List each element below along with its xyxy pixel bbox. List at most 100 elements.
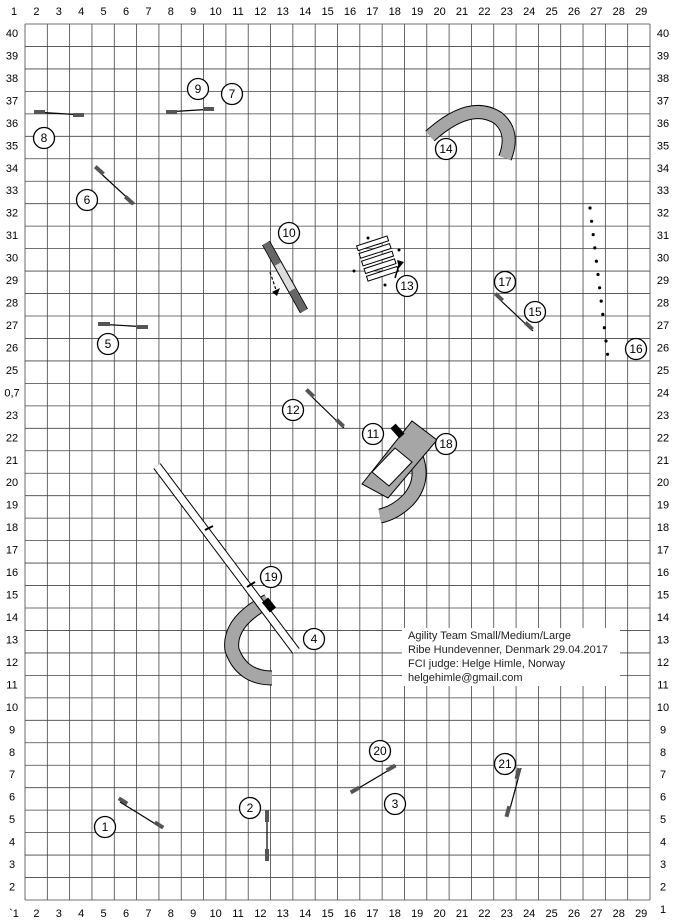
jump-3-20 xyxy=(349,763,397,795)
right-axis-label: 14 xyxy=(657,612,669,624)
weave-pole xyxy=(606,352,610,356)
right-axis-label: 29 xyxy=(657,275,669,287)
right-axis-label: 19 xyxy=(657,500,669,512)
right-axis-label: 16 xyxy=(657,567,669,579)
bottom-axis-label: 26 xyxy=(568,908,580,920)
bottom-axis-label: 7 xyxy=(145,908,151,920)
number-marker-6: 6 xyxy=(75,188,99,212)
left-axis-label: 28 xyxy=(6,298,18,310)
bottom-axis-label: 21 xyxy=(456,908,468,920)
right-axis-label: 26 xyxy=(657,342,669,354)
number-marker-label: 17 xyxy=(498,275,512,289)
right-axis-label: 35 xyxy=(657,140,669,152)
bottom-axis-label: 27 xyxy=(590,908,602,920)
left-axis-label: 36 xyxy=(6,118,18,130)
number-marker-label: 1 xyxy=(102,820,109,834)
tunnel-14 xyxy=(425,105,516,161)
number-marker-label: 7 xyxy=(229,87,236,101)
number-marker-label: 5 xyxy=(105,337,112,351)
left-axis-label: 0,7 xyxy=(4,387,19,399)
top-axis-label: 3 xyxy=(56,6,62,18)
course-info-box: Agility Team Small/Medium/Large Ribe Hun… xyxy=(402,628,620,686)
seesaw-10 xyxy=(262,240,308,314)
left-axis-label: 10 xyxy=(6,702,18,714)
right-axis-label: 39 xyxy=(657,50,669,62)
course-title: Agility Team Small/Medium/Large xyxy=(408,630,572,642)
left-axis-label: 26 xyxy=(6,342,18,354)
number-marker-3: 3 xyxy=(383,792,407,816)
left-axis-label: 34 xyxy=(6,163,18,175)
top-axis-label: 20 xyxy=(433,6,445,18)
right-axis-label: 4 xyxy=(660,837,666,849)
left-axis-label: 19 xyxy=(6,500,18,512)
left-axis-label: 11 xyxy=(6,679,17,691)
bottom-axis-label: 13 xyxy=(277,908,289,920)
left-axis-label: 6 xyxy=(9,792,15,804)
bottom-axis-label: 12 xyxy=(254,908,266,920)
number-marker-label: 8 xyxy=(41,131,48,145)
weave-pole xyxy=(599,299,603,303)
top-axis-label: 22 xyxy=(478,6,490,18)
left-axis-label: 20 xyxy=(6,477,18,489)
right-axis-label: 21 xyxy=(657,455,669,467)
top-axis-label: 9 xyxy=(190,6,196,18)
number-marker-11: 11 xyxy=(361,422,385,446)
weave-poles-16 xyxy=(588,206,610,356)
left-axis-label: 7 xyxy=(9,769,15,781)
bottom-axis-label: 4 xyxy=(78,908,84,920)
top-axis-label: 16 xyxy=(344,6,356,18)
number-marker-20: 20 xyxy=(368,739,392,763)
number-marker-2: 2 xyxy=(238,796,262,820)
bottom-axis-label: 5 xyxy=(101,908,107,920)
weave-pole xyxy=(593,246,597,250)
jump-21 xyxy=(504,767,522,818)
right-axis-label: 5 xyxy=(660,814,666,826)
top-axis-label: 12 xyxy=(254,6,266,18)
number-marker-label: 11 xyxy=(367,427,380,441)
right-axis-label: 30 xyxy=(657,253,669,265)
number-marker-15: 15 xyxy=(523,300,547,324)
right-axis-label: 23 xyxy=(657,410,669,422)
left-axis-label: 15 xyxy=(6,590,18,602)
right-axis-label: 12 xyxy=(657,657,669,669)
bottom-axis-label: 8 xyxy=(168,908,174,920)
top-axis-label: 26 xyxy=(568,6,580,18)
left-axis-label: 21 xyxy=(6,455,18,467)
right-axis-label: 9 xyxy=(660,724,666,736)
number-marker-label: 3 xyxy=(392,797,399,811)
top-axis-label: 18 xyxy=(389,6,401,18)
left-axis-label: 37 xyxy=(6,95,18,107)
left-axis-label: 2 xyxy=(9,882,15,894)
left-axis-label: 25 xyxy=(6,365,18,377)
left-axis-label: 38 xyxy=(6,73,18,85)
right-axis-label: 3 xyxy=(660,859,666,871)
top-axis-label: 25 xyxy=(545,6,557,18)
right-axis-label: 13 xyxy=(657,634,669,646)
jump-5 xyxy=(97,322,149,329)
right-axis-label: 22 xyxy=(657,432,669,444)
bottom-axis-label: 10 xyxy=(209,908,221,920)
number-marker-19: 19 xyxy=(259,565,283,589)
top-axis-label: 27 xyxy=(590,6,602,18)
number-marker-label: 10 xyxy=(282,226,296,240)
number-marker-label: 6 xyxy=(84,193,91,207)
bottom-axis-label: 17 xyxy=(366,908,378,920)
jump-7-9 xyxy=(165,107,215,114)
left-axis-label: 12 xyxy=(6,657,18,669)
left-axis-label: 29 xyxy=(6,275,18,287)
number-marker-12: 12 xyxy=(281,398,305,422)
left-axis-labels: 403938373635343332313029282726250,723222… xyxy=(4,28,19,894)
jump-6 xyxy=(93,165,135,206)
right-axis-label: 7 xyxy=(660,769,666,781)
top-axis-label: 17 xyxy=(366,6,378,18)
right-axis-labels: 4039383736353433323130292827262524232221… xyxy=(657,28,669,916)
number-marker-label: 19 xyxy=(264,570,278,584)
number-marker-label: 12 xyxy=(286,403,300,417)
bottom-axis-label: 16 xyxy=(344,908,356,920)
right-axis-label: 40 xyxy=(657,28,669,40)
number-marker-8: 8 xyxy=(32,126,56,150)
top-axis-label: 10 xyxy=(209,6,221,18)
jump-1 xyxy=(117,796,165,830)
left-axis-label: 35 xyxy=(6,140,18,152)
